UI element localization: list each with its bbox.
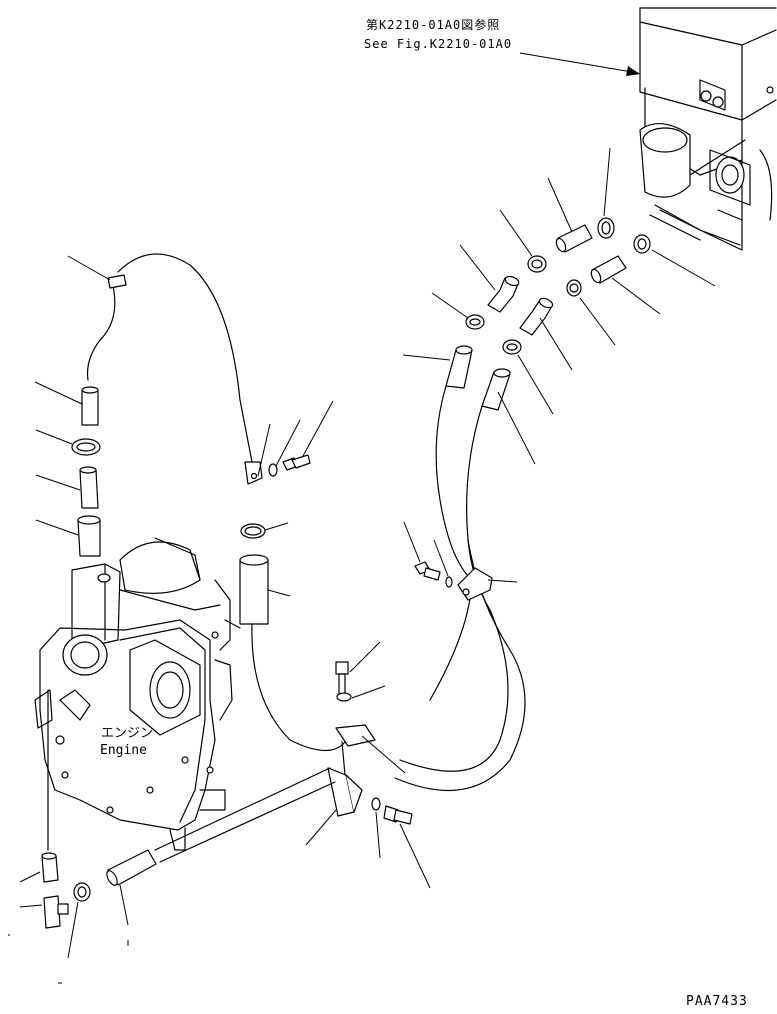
engine-block [34,537,241,851]
washer-lower [371,797,381,859]
hose-center [239,554,346,752]
fitting-lower-1 [19,852,59,883]
bolt-right [403,521,441,581]
reference-label-english: See Fig.K2210-01A0 [364,37,513,51]
hose-clamp-right [457,567,518,601]
bolt-center [282,400,334,471]
long-hose-right [394,385,526,792]
clamp-left [35,429,101,456]
washer-center [268,419,301,477]
hose-upper-2 [590,255,661,315]
washer-right [433,539,453,588]
lower-hose [106,767,336,946]
clamp-center [240,522,289,539]
upper-right-component [639,7,777,251]
reference-label-japanese: 第K2210-01A0図参照 [366,18,501,32]
fitting-lower-2 [19,895,69,929]
hose-left-top [34,381,99,426]
elbow-hose-2 [519,297,573,371]
reference-arrow [519,52,640,76]
clamp-upper-4 [566,279,616,346]
bracket-lower [305,741,363,846]
drawing-code: PAA7433 [686,994,748,1009]
wire-clip-top [67,255,127,289]
washer-lower-center [336,685,386,702]
clamp-lower-left [67,882,91,959]
clamp-upper-2 [499,209,547,273]
hose-clamp-center [335,724,406,774]
bolt-lower-center [335,641,381,697]
bolt-lower [383,805,431,889]
clamp-upper-1 [597,147,615,239]
engine-label-japanese: エンジン [101,726,154,741]
adapter-left [35,515,101,557]
nipple-left [35,466,99,509]
hose-mid-1 [402,345,473,389]
clamp-mid-1 [431,292,485,330]
hose-mid-2 [481,368,536,465]
hose-upper-1 [547,177,593,253]
clamp-upper-3 [633,234,716,287]
elbow-hose-1 [459,244,520,313]
center-wire [86,253,253,463]
engine-label-english: Engine [100,743,147,758]
clamp-mid-2 [502,339,554,415]
clip-center [244,423,271,485]
